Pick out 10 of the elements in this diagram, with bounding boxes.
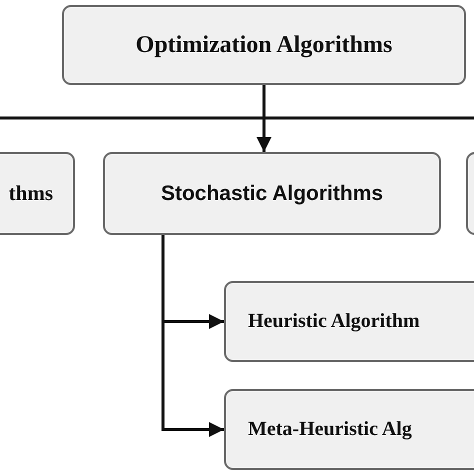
arrow bbox=[162, 235, 224, 437]
process-box bbox=[103, 152, 441, 235]
process-box bbox=[224, 389, 474, 470]
process-box bbox=[62, 5, 466, 85]
box-label: Stochastic Algorithms bbox=[160, 182, 384, 206]
box-label: thms bbox=[8, 181, 53, 206]
box-label: Meta-Heuristic Alg bbox=[248, 418, 412, 441]
process-box bbox=[224, 281, 474, 362]
box-label: Optimization Algorithms bbox=[136, 32, 392, 58]
box-label: Heuristic Algorithm bbox=[248, 310, 420, 333]
